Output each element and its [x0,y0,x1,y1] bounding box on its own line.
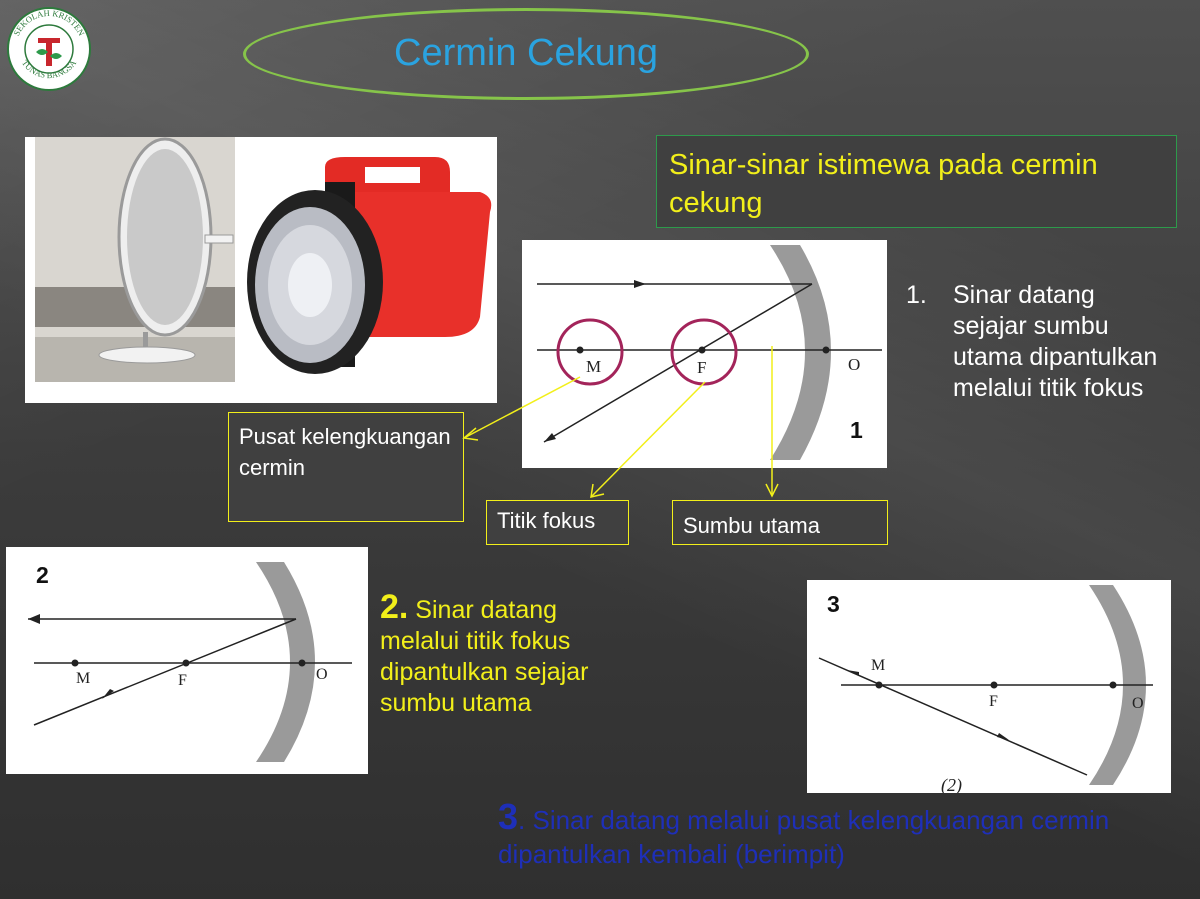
diagram-number: 2 [36,562,49,588]
concave-mirror-flashlight-photo [25,137,497,403]
school-logo-icon: SEKOLAH KRISTEN TUNAS BANGSA [7,7,91,91]
diagram-number: 3 [827,591,840,617]
step-1-text: Sinar datang sejajar sumbu utama dipantu… [953,281,1158,402]
point-o [298,659,306,667]
mirror-shape [770,245,831,460]
point-o [822,346,830,354]
subtitle-text: Sinar-sinar istimewa pada cermin cekung [669,149,1098,219]
mirror-shape [256,562,315,762]
label-f: F [989,693,998,710]
callout-sumbu-utama: Sumbu utama [672,500,888,545]
diagram-number: 1 [850,417,863,443]
label-m: M [871,657,885,674]
step-1-number: 1. [906,281,927,309]
callout-titik-text: Titik fokus [497,508,596,533]
label-o: O [848,355,860,374]
point-f [698,346,706,354]
point-m [875,681,883,689]
callout-titik-fokus: Titik fokus [486,500,629,545]
diagram-3: M F O 3 (2) [807,580,1171,793]
step-3-text: . Sinar datang melalui pusat kelengkuang… [498,805,1110,869]
label-m: M [76,670,90,687]
diagram-caption: (2) [941,775,962,793]
callout-sumbu-text: Sumbu utama [683,513,820,538]
callout-pusat: Pusat kelengkuangan cermin [228,412,464,522]
step-2-text: Sinar datang melalui titik fokus dipantu… [380,596,589,717]
reflected-ray [543,283,813,443]
diagram-1: M F O 1 [522,240,887,468]
label-m: M [586,357,601,376]
subtitle-box: Sinar-sinar istimewa pada cermin cekung [656,135,1177,228]
label-o: O [316,666,328,683]
highlight-circle-m [556,318,624,386]
flashlight [247,157,492,374]
page-title: Cermin Cekung [394,32,658,74]
step-2: 2. Sinar datang melalui titik fokus dipa… [380,590,640,719]
diagram-2: M F O 2 [6,547,368,774]
label-o: O [1132,695,1144,712]
callout-pusat-text: Pusat kelengkuangan cermin [239,424,451,480]
title-oval [243,8,809,100]
point-o [1109,681,1117,689]
step-3: 3. Sinar datang melalui pusat kelengkuan… [498,799,1178,871]
incident-ray [33,618,297,726]
point-f [182,659,190,667]
point-m [576,346,584,354]
incident-ray [818,657,1088,776]
point-m [71,659,79,667]
step-3-number: 3 [498,796,519,837]
step-2-number: 2. [380,588,409,626]
mirror-shape [1089,585,1146,785]
label-f: F [697,358,706,377]
label-f: F [178,672,187,689]
point-f [990,681,998,689]
